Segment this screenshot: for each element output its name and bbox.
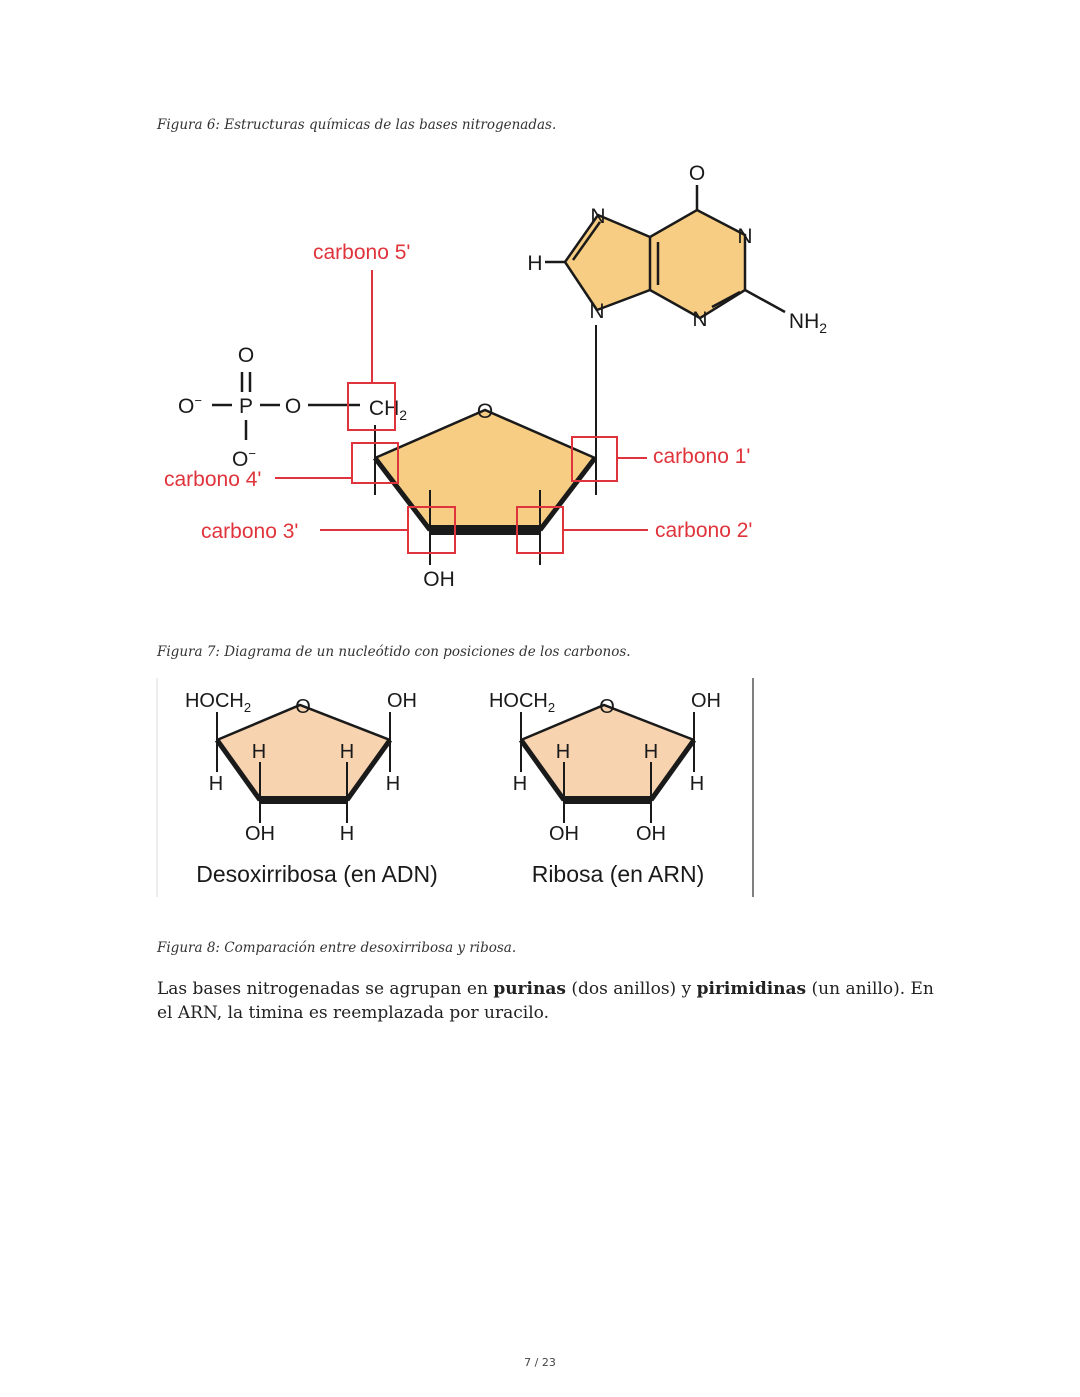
nucleotide-structure xyxy=(212,185,786,565)
svg-text:O: O xyxy=(477,400,493,423)
deoxyribose-structure xyxy=(214,703,393,823)
body-paragraph: Las bases nitrogenadas se agrupan en pur… xyxy=(157,979,934,1023)
svg-text:NH2: NH2 xyxy=(789,310,827,336)
svg-text:O: O xyxy=(238,344,254,367)
ribose-structure xyxy=(518,703,697,823)
svg-text:H: H xyxy=(340,741,354,763)
label-carbono-3: carbono 3' xyxy=(201,520,298,543)
svg-text:H: H xyxy=(644,741,658,763)
figure-8-caption: Figura 8: Comparación entre desoxirribos… xyxy=(157,940,517,956)
label-carbono-2: carbono 2' xyxy=(655,519,752,542)
svg-text:H: H xyxy=(690,773,704,795)
svg-text:O: O xyxy=(689,162,705,185)
svg-text:H: H xyxy=(340,823,354,845)
svg-text:H: H xyxy=(252,741,266,763)
svg-text:N: N xyxy=(590,205,605,228)
svg-text:OH: OH xyxy=(549,823,579,845)
svg-text:OH: OH xyxy=(245,823,275,845)
svg-text:CH2: CH2 xyxy=(369,397,407,423)
term-pirimidinas: pirimidinas xyxy=(696,979,807,999)
svg-text:H: H xyxy=(527,252,542,275)
svg-text:P: P xyxy=(239,395,253,418)
svg-text:HOCH2: HOCH2 xyxy=(489,690,555,715)
svg-text:N: N xyxy=(589,300,604,323)
svg-text:O−: O− xyxy=(178,393,202,418)
ribose-title: Ribosa (en ARN) xyxy=(532,861,705,887)
deoxyribose-title: Desoxirribosa (en ADN) xyxy=(196,861,438,887)
svg-text:HOCH2: HOCH2 xyxy=(185,690,251,715)
svg-text:O: O xyxy=(599,696,615,718)
svg-text:H: H xyxy=(386,773,400,795)
page-number: 7 / 23 xyxy=(524,1356,556,1369)
svg-text:N: N xyxy=(692,308,707,331)
svg-text:N: N xyxy=(737,225,752,248)
svg-text:OH: OH xyxy=(387,690,417,712)
sugar-comparison-diagram: HOCH2 O OH H H H H OH H HOCH2 O OH H H H… xyxy=(156,678,754,897)
label-carbono-1: carbono 1' xyxy=(653,445,750,468)
svg-text:H: H xyxy=(209,773,223,795)
svg-text:H: H xyxy=(513,773,527,795)
label-carbono-4: carbono 4' xyxy=(164,468,261,491)
svg-text:OH: OH xyxy=(691,690,721,712)
svg-text:O: O xyxy=(285,395,301,418)
figure-7-caption: Figura 7: Diagrama de un nucleótido con … xyxy=(157,644,631,660)
svg-text:O: O xyxy=(295,696,311,718)
term-purinas: purinas xyxy=(493,979,566,999)
figure-6-caption: Figura 6: Estructuras químicas de las ba… xyxy=(157,117,557,133)
svg-text:OH: OH xyxy=(636,823,666,845)
svg-text:H: H xyxy=(556,741,570,763)
label-carbono-5: carbono 5' xyxy=(313,241,410,264)
svg-text:OH: OH xyxy=(423,568,455,591)
carbon-position-markers xyxy=(275,270,648,554)
